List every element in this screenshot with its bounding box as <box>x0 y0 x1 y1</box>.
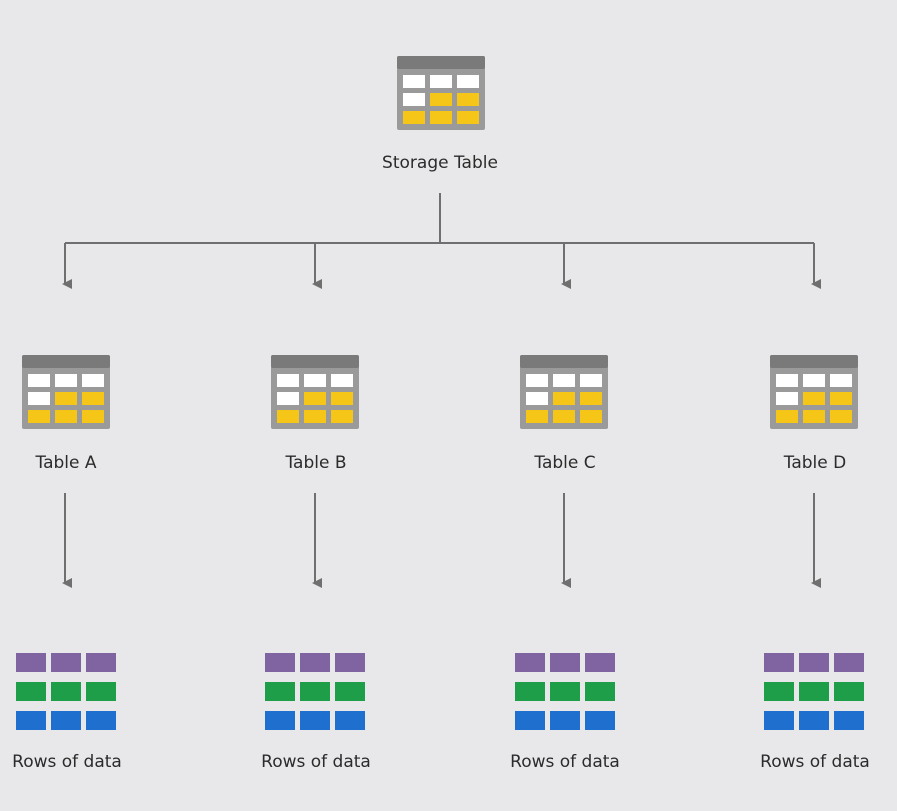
table-d-label: Table D <box>783 453 847 473</box>
table-icon <box>271 355 359 429</box>
rows-of-data-label-b: Rows of data <box>261 752 371 772</box>
storage-table-label: Storage Table <box>382 153 498 173</box>
storage-table-icon <box>397 56 485 130</box>
rows-of-data-icon <box>265 653 365 730</box>
rows-of-data-label-c: Rows of data <box>510 752 620 772</box>
rows-of-data-icon <box>764 653 864 730</box>
table-icon <box>22 355 110 429</box>
table-icon <box>770 355 858 429</box>
table-c-label: Table C <box>534 453 596 473</box>
rows-of-data-icon <box>16 653 116 730</box>
table-icon <box>520 355 608 429</box>
rows-of-data-label-d: Rows of data <box>760 752 870 772</box>
table-b-label: Table B <box>285 453 347 473</box>
rows-of-data-icon <box>515 653 615 730</box>
table-a-label: Table A <box>35 453 97 473</box>
rows-of-data-label-a: Rows of data <box>12 752 122 772</box>
